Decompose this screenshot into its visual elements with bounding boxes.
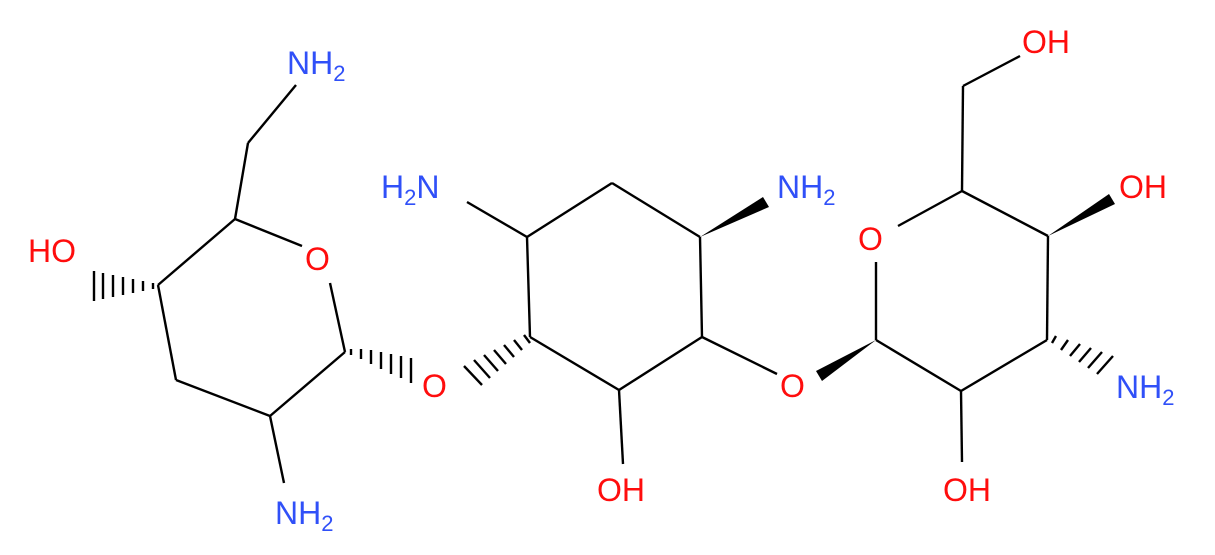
- bond: [526, 181, 613, 239]
- bond: [617, 389, 625, 465]
- bond: [701, 335, 778, 376]
- bond: [157, 218, 236, 286]
- hydroxyl-label-right: OH: [1119, 169, 1167, 205]
- hydroxyl-label-left: HO: [28, 233, 76, 269]
- wedge-bond: [700, 197, 769, 237]
- bond: [698, 236, 704, 338]
- ring-oxygen-right: O: [858, 221, 883, 257]
- bond: [247, 84, 297, 144]
- bond: [611, 181, 701, 239]
- glycosidic-oxygen-left: O: [422, 368, 447, 404]
- hydroxyl-label-bottom-right: OH: [943, 472, 991, 508]
- bond: [962, 54, 1021, 88]
- wedge-bond: [1048, 194, 1115, 236]
- bond: [268, 415, 286, 484]
- bond: [959, 390, 964, 463]
- bond: [175, 378, 271, 418]
- hydroxyl-label-center-bottom: OH: [597, 472, 645, 508]
- bond: [960, 338, 1048, 393]
- bond: [960, 85, 965, 192]
- atom-labels: NH2 HO O NH2 O H2N NH2 OH O O OH OH NH2 …: [28, 24, 1174, 536]
- bond: [525, 236, 532, 338]
- bond: [897, 189, 963, 228]
- amine-label-bottom-left: NH2: [275, 495, 333, 536]
- wedge-bond: [816, 340, 876, 381]
- bond: [269, 351, 346, 417]
- amine-label-top-left: NH2: [287, 45, 345, 86]
- wedge-bonds: [700, 194, 1115, 381]
- bond: [1045, 235, 1050, 341]
- hash-bonds: [92, 271, 1114, 386]
- ring-oxygen-left: O: [305, 241, 330, 277]
- amine-label-right: NH2: [1116, 369, 1174, 410]
- amine-label-center-left: H2N: [381, 169, 439, 210]
- bond: [156, 284, 178, 381]
- bond: [875, 338, 962, 393]
- bond: [529, 335, 620, 392]
- bond: [961, 189, 1049, 238]
- bond: [618, 335, 703, 392]
- bond: [234, 217, 303, 248]
- bonds: [156, 54, 1050, 484]
- amine-label-center-right: NH2: [777, 169, 835, 210]
- glycosidic-oxygen-right: O: [780, 368, 805, 404]
- bond: [466, 200, 528, 239]
- hydroxyl-label-top-right: OH: [1022, 24, 1070, 60]
- bond: [328, 282, 347, 353]
- bond: [233, 142, 250, 220]
